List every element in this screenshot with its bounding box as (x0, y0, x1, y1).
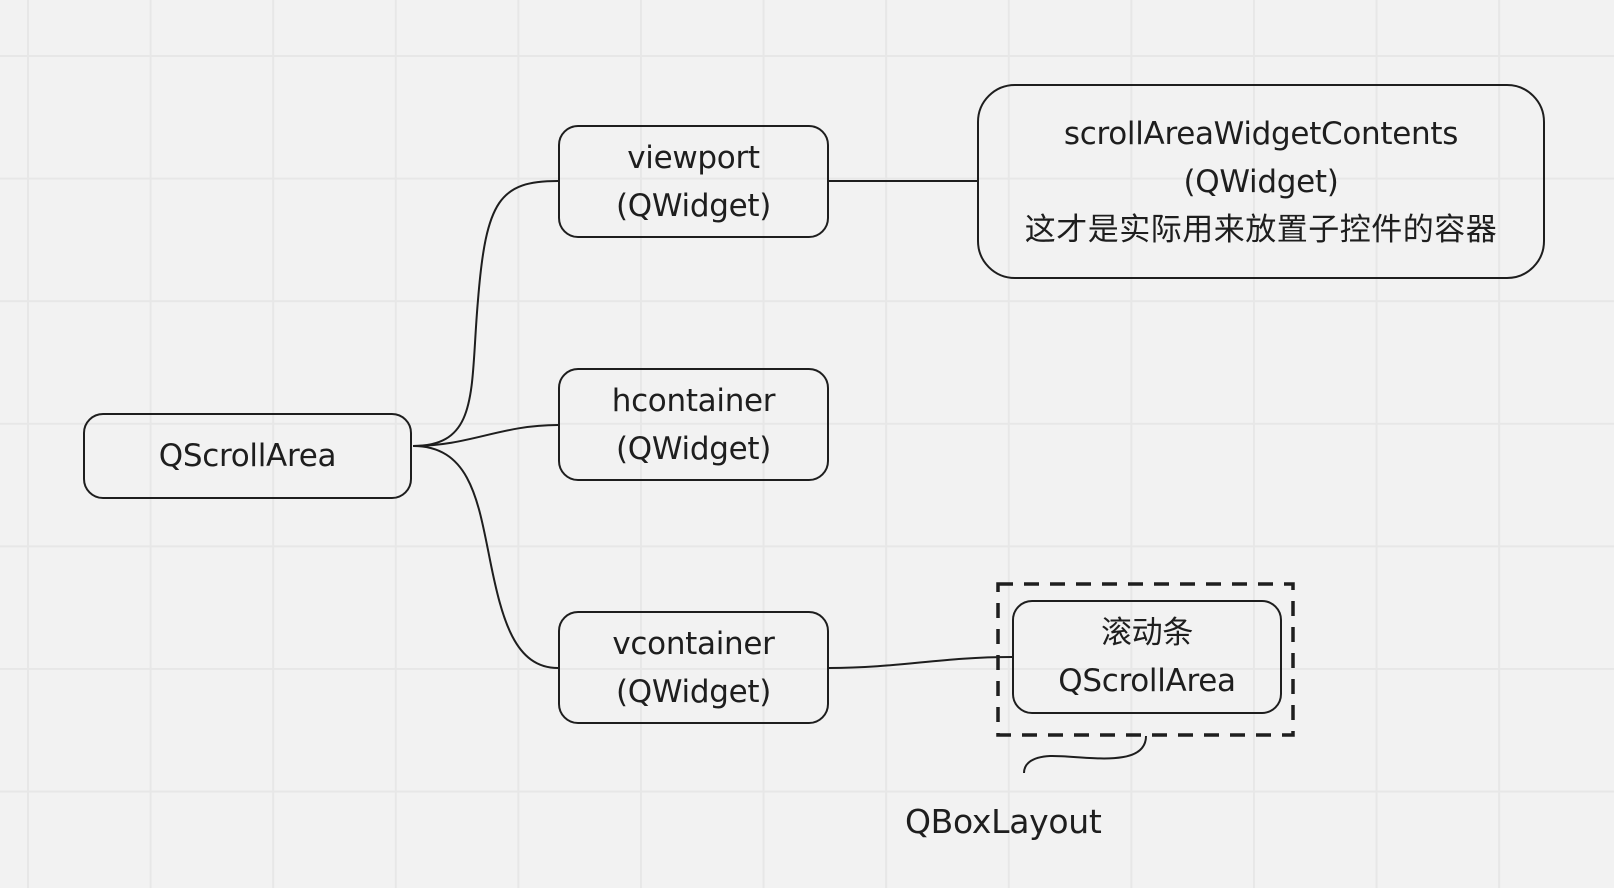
node-qscrollarea-root[interactable]: QScrollArea (83, 413, 412, 499)
node-text: viewport (627, 139, 760, 176)
group-label-qboxlayout[interactable]: QBoxLayout (905, 802, 1102, 841)
node-vcontainer[interactable]: vcontainer (QWidget) (558, 611, 829, 724)
node-text: scrollAreaWidgetContents (1063, 115, 1459, 152)
edge-root-hcontainer (412, 424, 559, 447)
node-text: 滚动条 (1100, 615, 1194, 651)
node-scrollbar[interactable]: 滚动条 QScrollArea (1012, 600, 1282, 714)
node-text: QScrollArea (158, 438, 337, 474)
group-label-connector (1023, 735, 1147, 774)
node-subtext: (QWidget) (615, 187, 772, 224)
node-subtext: QScrollArea (1058, 663, 1236, 699)
edge-root-viewport (412, 180, 559, 447)
node-description: 这才是实际用来放置子控件的容器 (1024, 211, 1498, 248)
node-viewport[interactable]: viewport (QWidget) (558, 125, 829, 238)
node-subtext: (QWidget) (615, 430, 772, 467)
edge-vcontainer-scrollbar (828, 656, 1013, 669)
node-text: hcontainer (611, 382, 776, 419)
edge-root-vcontainer (412, 445, 559, 669)
node-hcontainer[interactable]: hcontainer (QWidget) (558, 368, 829, 481)
node-subtext: (QWidget) (615, 673, 772, 710)
node-subtext: (QWidget) (1183, 163, 1339, 200)
node-text: vcontainer (612, 625, 775, 662)
node-scroll-area-widget-contents[interactable]: scrollAreaWidgetContents (QWidget) 这才是实际… (977, 84, 1545, 279)
group-dashed-border (996, 582, 1295, 737)
